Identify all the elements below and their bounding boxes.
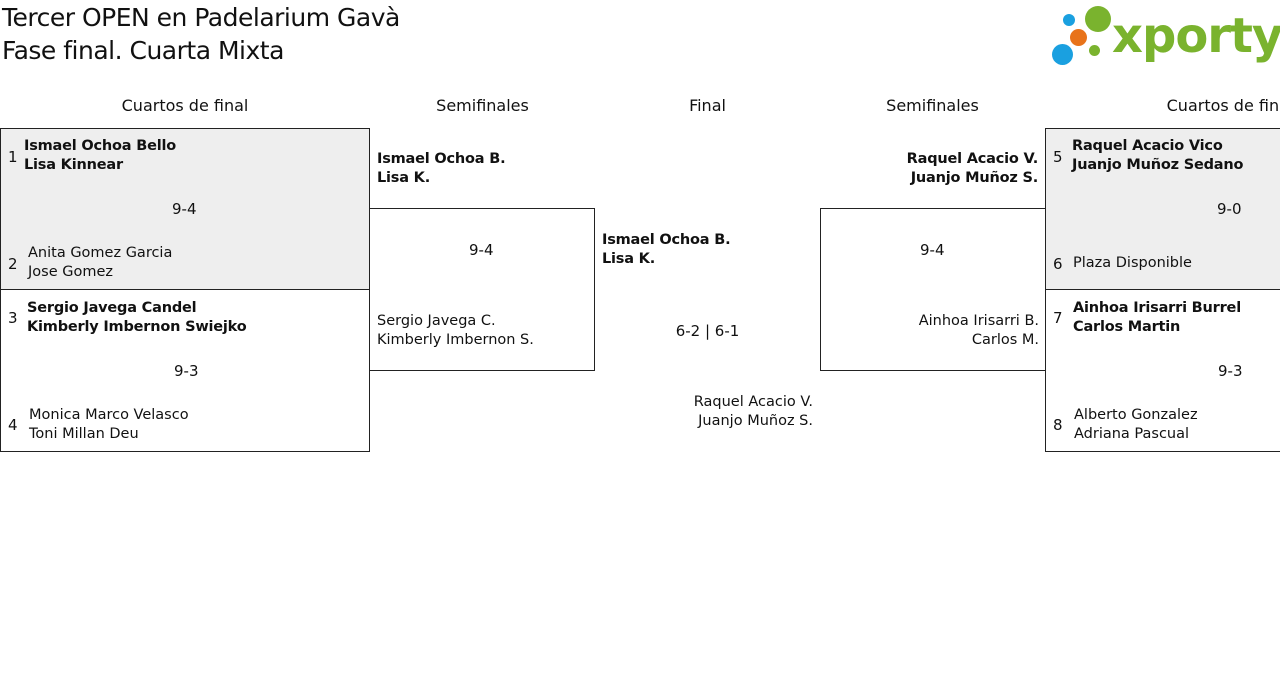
player-name: Ismael Ochoa B. bbox=[377, 151, 506, 167]
seed-number: 6 bbox=[1053, 255, 1063, 273]
qf-right-match-1[interactable]: 5 Raquel Acacio Vico Juanjo Muñoz Sedano… bbox=[1045, 128, 1280, 290]
page-title: Tercer OPEN en Padelarium Gavà bbox=[2, 3, 400, 32]
team-winner[interactable]: Ismael Ochoa Bello Lisa Kinnear bbox=[24, 137, 176, 175]
player-name: Carlos Martin bbox=[1073, 319, 1181, 335]
player-name: Alberto Gonzalez bbox=[1074, 407, 1198, 423]
qf-right-match-2[interactable]: 7 Ainhoa Irisarri Burrel Carlos Martin 9… bbox=[1045, 289, 1280, 452]
player-name: Raquel Acacio V. bbox=[906, 151, 1039, 167]
seed-number: 3 bbox=[8, 309, 18, 327]
final-winner[interactable]: Ismael Ochoa B. Lisa K. bbox=[602, 231, 731, 269]
player-name: Ainhoa Irisarri B. bbox=[918, 313, 1039, 329]
player-name: Kimberly Imbernon S. bbox=[377, 332, 534, 348]
match-score: 9-3 bbox=[1218, 362, 1243, 380]
round-header-qf-right: Cuartos de final bbox=[1166, 96, 1280, 115]
team-loser[interactable]: Sergio Javega C. Kimberly Imbernon S. bbox=[377, 312, 534, 350]
player-name: Lisa K. bbox=[602, 251, 656, 267]
seed-number: 8 bbox=[1053, 416, 1063, 434]
logo-dot-blue-small bbox=[1063, 14, 1075, 26]
team-winner[interactable]: Sergio Javega Candel Kimberly Imbernon S… bbox=[27, 299, 247, 337]
logo-dot-green bbox=[1085, 6, 1111, 32]
player-name: Ismael Ochoa Bello bbox=[24, 138, 176, 154]
logo-text: xporty bbox=[1112, 8, 1280, 64]
player-name: Ismael Ochoa B. bbox=[602, 232, 731, 248]
logo-dot-orange bbox=[1070, 29, 1087, 46]
final-score: 6-2 | 6-1 bbox=[675, 322, 740, 340]
player-name: Juanjo Muñoz S. bbox=[910, 170, 1038, 186]
xporty-logo[interactable]: xporty bbox=[1052, 4, 1280, 68]
player-name: Carlos M. bbox=[971, 332, 1039, 348]
player-name: Raquel Acacio Vico bbox=[1072, 138, 1223, 154]
team-loser[interactable]: Plaza Disponible bbox=[1073, 254, 1192, 273]
team-winner[interactable]: Raquel Acacio Vico Juanjo Muñoz Sedano bbox=[1072, 137, 1243, 175]
sf-left-winner[interactable]: Ismael Ochoa B. Lisa K. bbox=[377, 150, 506, 188]
player-name: Ainhoa Irisarri Burrel bbox=[1073, 300, 1241, 316]
page-subtitle: Fase final. Cuarta Mixta bbox=[2, 36, 284, 65]
seed-number: 1 bbox=[8, 148, 18, 166]
round-header-qf-left: Cuartos de final bbox=[121, 96, 249, 115]
player-name: Jose Gomez bbox=[28, 264, 113, 280]
seed-number: 5 bbox=[1053, 148, 1063, 166]
team-winner[interactable]: Ainhoa Irisarri Burrel Carlos Martin bbox=[1073, 299, 1241, 337]
player-name: Lisa K. bbox=[377, 170, 431, 186]
player-name: Kimberly Imbernon Swiejko bbox=[27, 319, 247, 335]
match-score: 9-3 bbox=[174, 362, 199, 380]
player-name: Juanjo Muñoz Sedano bbox=[1072, 157, 1244, 173]
team-loser[interactable]: Ainhoa Irisarri B. Carlos M. bbox=[821, 312, 1039, 350]
logo-dot-blue bbox=[1052, 44, 1073, 65]
seed-number: 4 bbox=[8, 416, 18, 434]
seed-number: 7 bbox=[1053, 309, 1063, 327]
player-name: Monica Marco Velasco bbox=[29, 407, 189, 423]
player-name: Lisa Kinnear bbox=[24, 157, 123, 173]
sf-right-winner[interactable]: Raquel Acacio V. Juanjo Muñoz S. bbox=[820, 150, 1039, 188]
round-header-final: Final bbox=[689, 96, 726, 115]
match-score: 9-4 bbox=[469, 241, 494, 259]
sf-left-match[interactable]: 9-4 Sergio Javega C. Kimberly Imbernon S… bbox=[369, 208, 595, 371]
sf-right-match[interactable]: 9-4 Ainhoa Irisarri B. Carlos M. bbox=[820, 208, 1046, 371]
player-name: Juanjo Muñoz S. bbox=[698, 413, 813, 429]
player-name: Adriana Pascual bbox=[1074, 426, 1190, 442]
player-name: Plaza Disponible bbox=[1073, 255, 1192, 271]
match-score: 9-0 bbox=[1217, 200, 1242, 218]
player-name: Sergio Javega C. bbox=[377, 313, 496, 329]
qf-left-match-1[interactable]: 1 Ismael Ochoa Bello Lisa Kinnear 9-4 2 … bbox=[0, 128, 370, 290]
player-name: Sergio Javega Candel bbox=[27, 300, 197, 316]
qf-left-match-2[interactable]: 3 Sergio Javega Candel Kimberly Imbernon… bbox=[0, 289, 370, 452]
player-name: Anita Gomez Garcia bbox=[28, 245, 173, 261]
match-score: 9-4 bbox=[172, 200, 197, 218]
team-loser[interactable]: Monica Marco Velasco Toni Millan Deu bbox=[29, 406, 189, 444]
round-header-sf-right: Semifinales bbox=[886, 96, 979, 115]
round-header-sf-left: Semifinales bbox=[436, 96, 529, 115]
seed-number: 2 bbox=[8, 255, 18, 273]
match-score: 9-4 bbox=[920, 241, 945, 259]
final-runner-up[interactable]: Raquel Acacio V. Juanjo Muñoz S. bbox=[620, 393, 813, 431]
player-name: Toni Millan Deu bbox=[29, 426, 139, 442]
team-loser[interactable]: Anita Gomez Garcia Jose Gomez bbox=[28, 244, 172, 282]
player-name: Raquel Acacio V. bbox=[693, 394, 813, 410]
team-loser[interactable]: Alberto Gonzalez Adriana Pascual bbox=[1074, 406, 1198, 444]
logo-dot-green-small bbox=[1089, 45, 1100, 56]
